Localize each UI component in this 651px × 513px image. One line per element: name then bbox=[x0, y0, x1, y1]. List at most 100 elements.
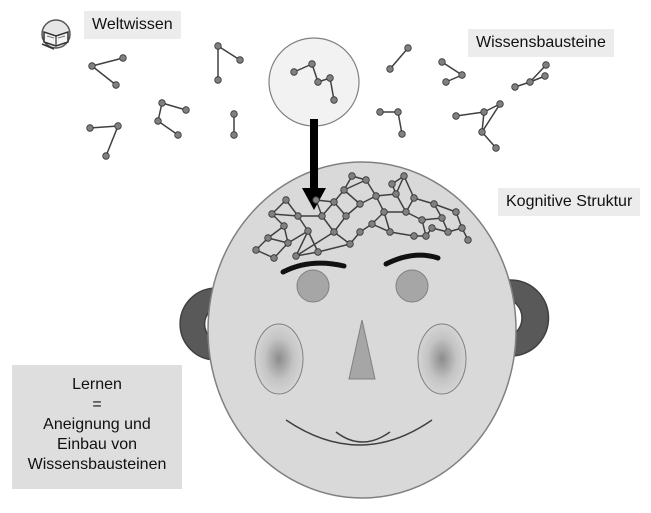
graph-node bbox=[543, 62, 550, 69]
graph-edge bbox=[218, 46, 240, 60]
graph-node bbox=[423, 233, 430, 240]
graph-node bbox=[453, 113, 460, 120]
graph-edge bbox=[162, 103, 186, 110]
graph-node bbox=[419, 217, 426, 224]
graph-node bbox=[439, 215, 446, 222]
graph-node bbox=[331, 199, 338, 206]
right-eye bbox=[396, 270, 428, 302]
graph-node bbox=[295, 213, 302, 220]
graph-node bbox=[315, 249, 322, 256]
graph-node bbox=[327, 75, 334, 82]
graph-node bbox=[291, 69, 298, 76]
graph-node bbox=[319, 213, 326, 220]
graph-edge bbox=[90, 126, 118, 128]
graph-node bbox=[347, 241, 354, 248]
graph-node bbox=[399, 131, 406, 138]
graph-node bbox=[285, 240, 292, 247]
graph-edge bbox=[92, 58, 123, 66]
graph-node bbox=[253, 247, 260, 254]
graph-node bbox=[175, 132, 182, 139]
graph-node bbox=[527, 79, 534, 86]
graph-edge bbox=[390, 48, 408, 69]
book-icon bbox=[42, 20, 70, 49]
graph-node bbox=[265, 235, 272, 242]
graph-node bbox=[343, 213, 350, 220]
graph-node bbox=[231, 111, 238, 118]
graph-node bbox=[429, 225, 436, 232]
graph-node bbox=[459, 225, 466, 232]
graph-node bbox=[357, 229, 364, 236]
graph-node bbox=[183, 107, 190, 114]
learning-definition-box: Lernen = Aneignung und Einbau von Wissen… bbox=[12, 365, 182, 489]
graph-node bbox=[349, 173, 356, 180]
graph-node bbox=[542, 73, 549, 80]
graph-node bbox=[305, 228, 312, 235]
learning-line-1: Lernen bbox=[12, 375, 182, 395]
graph-node bbox=[159, 100, 166, 107]
graph-node bbox=[401, 173, 408, 180]
graph-node bbox=[309, 61, 316, 68]
left-eye bbox=[297, 270, 329, 302]
selected-knowledge-bubble bbox=[269, 38, 359, 126]
left-cheek bbox=[255, 324, 303, 394]
graph-node bbox=[439, 59, 446, 66]
graph-node bbox=[113, 82, 120, 89]
graph-node bbox=[387, 66, 394, 73]
graph-node bbox=[381, 209, 388, 216]
graph-node bbox=[331, 97, 338, 104]
graph-node bbox=[377, 109, 384, 116]
graph-node bbox=[357, 201, 364, 208]
graph-node bbox=[237, 57, 244, 64]
graph-node bbox=[363, 177, 370, 184]
graph-node bbox=[481, 109, 488, 116]
graph-node bbox=[405, 45, 412, 52]
graph-node bbox=[389, 181, 396, 188]
graph-node bbox=[155, 118, 162, 125]
graph-edge bbox=[92, 66, 116, 85]
graph-node bbox=[89, 63, 96, 70]
graph-node bbox=[465, 237, 472, 244]
graph-node bbox=[443, 79, 450, 86]
graph-node bbox=[479, 129, 486, 136]
graph-node bbox=[453, 209, 460, 216]
graph-node bbox=[120, 55, 127, 62]
graph-node bbox=[497, 101, 504, 108]
graph-node bbox=[369, 221, 376, 228]
graph-node bbox=[87, 125, 94, 132]
graph-node bbox=[271, 255, 278, 262]
kognitive-struktur-label: Kognitive Struktur bbox=[498, 188, 640, 216]
graph-node bbox=[373, 193, 380, 200]
learning-line-2: = bbox=[12, 395, 182, 415]
weltwissen-label: Weltwissen bbox=[84, 11, 181, 39]
learning-line-3: Aneignung und bbox=[12, 415, 182, 435]
graph-node bbox=[283, 197, 290, 204]
graph-node bbox=[411, 233, 418, 240]
graph-node bbox=[103, 153, 110, 160]
graph-node bbox=[281, 223, 288, 230]
graph-edge bbox=[106, 126, 118, 156]
graph-edge bbox=[456, 112, 484, 116]
graph-node bbox=[331, 229, 338, 236]
graph-node bbox=[431, 201, 438, 208]
graph-node bbox=[445, 229, 452, 236]
graph-node bbox=[115, 123, 122, 130]
graph-node bbox=[493, 145, 500, 152]
wissensbausteine-label: Wissensbausteine bbox=[468, 29, 614, 57]
graph-node bbox=[293, 253, 300, 260]
graph-node bbox=[459, 72, 466, 79]
graph-node bbox=[411, 195, 418, 202]
graph-node bbox=[215, 43, 222, 50]
graph-node bbox=[231, 132, 238, 139]
graph-node bbox=[315, 79, 322, 86]
learning-line-5: Wissensbausteinen bbox=[12, 455, 182, 475]
graph-node bbox=[393, 191, 400, 198]
graph-node bbox=[403, 209, 410, 216]
right-cheek bbox=[418, 324, 466, 394]
graph-node bbox=[215, 77, 222, 84]
graph-node bbox=[512, 84, 519, 91]
graph-node bbox=[313, 197, 320, 204]
graph-node bbox=[269, 211, 276, 218]
graph-node bbox=[395, 109, 402, 116]
graph-node bbox=[341, 187, 348, 194]
learning-line-4: Einbau von bbox=[12, 435, 182, 455]
